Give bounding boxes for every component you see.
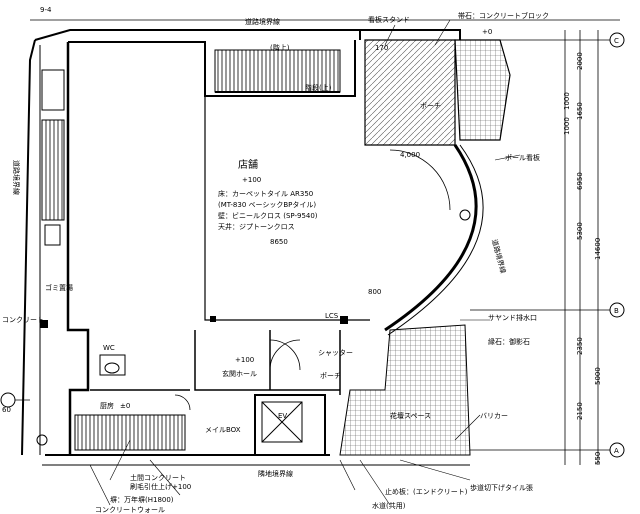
porch-top-label: ポーチ (420, 102, 441, 110)
barricade-label: バリカー (480, 412, 508, 420)
flower-space-label: 花壇スペース (390, 411, 431, 420)
dim-r-14600: 14600 (594, 238, 602, 260)
level-170: 170 (375, 44, 388, 52)
water-line-note: 水道(共用) (372, 501, 406, 510)
ceiling-spec: 天井：ジプトーンクロス (218, 222, 295, 231)
dim-4000: 4,000 (400, 151, 420, 159)
dim-r-1650: 1650 (576, 102, 584, 120)
mail-label: メイルBOX (205, 426, 241, 434)
garbage-label: ゴミ置場 (45, 283, 73, 292)
right-boundary-label: 道路境界線 (490, 238, 508, 274)
corner-number: 9-4 (40, 6, 52, 14)
dim-r-550: 550 (594, 452, 602, 465)
left-staircase (41, 69, 65, 221)
stair-up-label: 階段(上) (305, 83, 332, 92)
entrance-hall-label: 玄関ホール (222, 369, 257, 378)
wc-label: WC (103, 344, 115, 352)
porch-label: ポーチ (320, 372, 341, 380)
columns (40, 316, 348, 328)
grid-b: B (614, 307, 619, 315)
dim-r-6950: 6950 (576, 172, 584, 190)
dim-8650: 8650 (270, 238, 288, 246)
sign-stand-label: 看板スタンド (368, 15, 410, 24)
ev-label: EV (278, 412, 287, 420)
top-boundary-label: 道路境界線 (245, 17, 280, 26)
stop-plate-note: 止め板：(エンドクリート) (385, 487, 468, 496)
left-boundary-label: 道路境界線 (12, 160, 21, 195)
block-note: 帯石：コンクリートブロック (458, 11, 549, 20)
dim-r-5300: 5300 (576, 222, 584, 240)
wc-fixtures (36, 224, 126, 446)
store-title: 店舗 (238, 158, 258, 171)
canopy-label: ポール看板 (505, 153, 540, 162)
sign-stand-area (364, 39, 511, 146)
concrete-left-label: コンクリート (2, 316, 44, 324)
dim-r-1000b: 1000 (563, 117, 571, 135)
door-swings (174, 149, 451, 411)
bottom-boundary-label: 隣地境界線 (258, 469, 293, 478)
grid-bubbles (0, 32, 625, 458)
leader-lines (89, 19, 521, 506)
stair-up2-label: (階上) (270, 43, 290, 52)
bottom-staircase (74, 414, 186, 451)
paving-note: 歩道切下げタイル張 (470, 483, 533, 492)
kitchen-level: ±0 (120, 402, 130, 410)
elevator (254, 394, 326, 456)
concrete-note: 土間コンクリート (130, 473, 186, 482)
flower-space-area (339, 324, 471, 456)
floor-spec-2: (MT-830 ベーシックBPタイル) (218, 200, 316, 209)
concrete-note-2: 刷毛引仕上げ+100 (130, 482, 191, 491)
lcs-label: LCS (325, 312, 339, 320)
kitchen-label: 厨房 (100, 401, 114, 410)
labels: 9-4 道路境界線 看板スタンド 帯石：コンクリートブロック +0 階段(上) … (2, 6, 619, 514)
dim-r-2000: 2000 (576, 52, 584, 70)
dim-r-2150: 2150 (576, 402, 584, 420)
dim-800: 800 (368, 288, 381, 296)
top-staircase (214, 49, 341, 93)
curb-label: 縁石：御影石 (488, 337, 530, 346)
wall-spec: 壁：ビニールクロス (SP-9540) (218, 211, 318, 220)
dim-r-2350: 2350 (576, 337, 584, 355)
dim-r-5000: 5000 (594, 367, 602, 385)
floor-spec: 床：カーペットタイル AR350 (218, 189, 313, 198)
store-level: +100 (242, 176, 261, 184)
shutter-label: シャッター (318, 348, 353, 357)
dimension-lines (5, 19, 620, 465)
entrance-hall-level: +100 (235, 356, 254, 364)
left-60-label: 60 (2, 406, 11, 414)
wall-note: 塀：万年塀(H1800) (110, 495, 174, 504)
entrance-hall-walls (90, 330, 341, 395)
concrete-wall-note: コンクリートウォール (95, 506, 165, 514)
dim-r-1000: 1000 (563, 92, 571, 110)
drain-label: サヤンド排水口 (488, 313, 537, 322)
curved-glass-wall (384, 144, 484, 336)
bubble-top: +0 (482, 28, 492, 36)
grid-c: C (614, 37, 619, 45)
building-outline (21, 29, 470, 466)
grid-a: A (614, 447, 619, 455)
